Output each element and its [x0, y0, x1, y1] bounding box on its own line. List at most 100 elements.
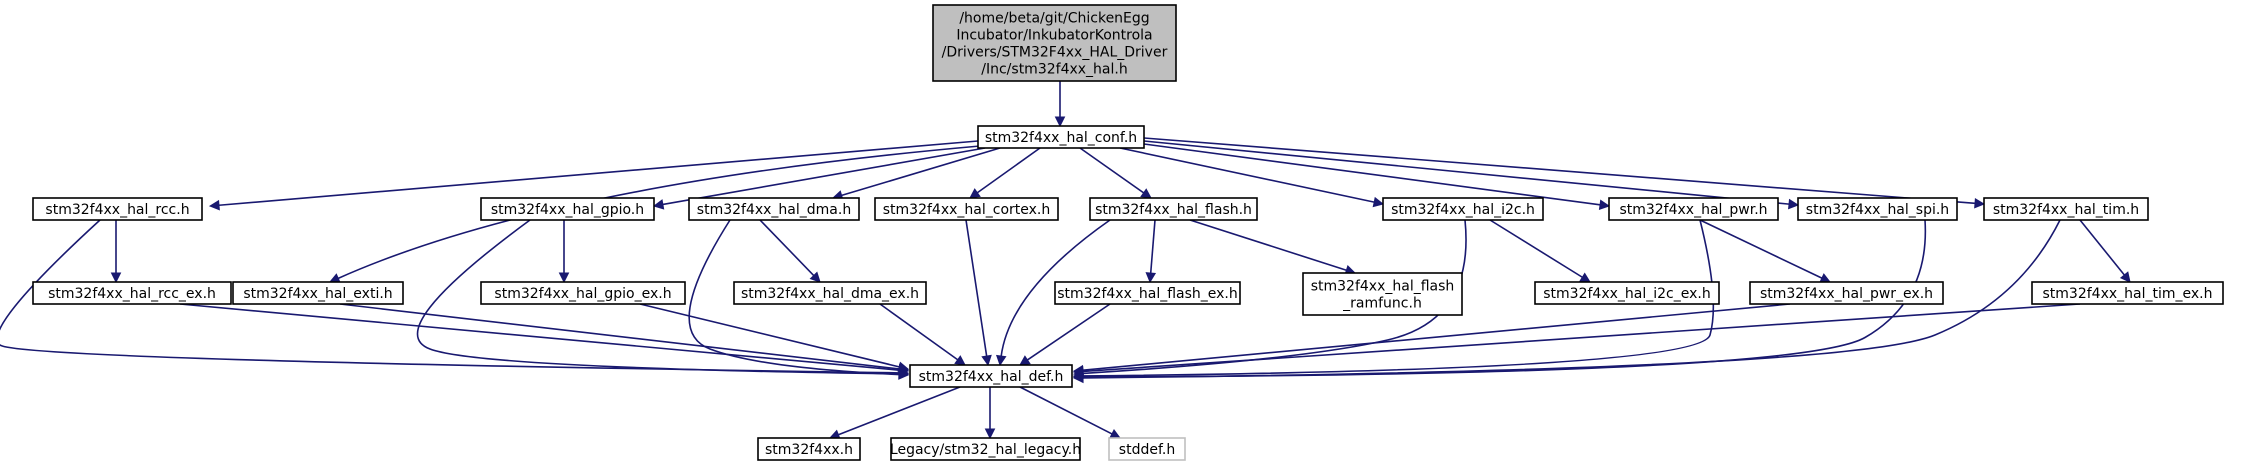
node-box: [1108, 437, 1186, 461]
edge-line: [662, 147, 986, 206]
node-box: [1749, 281, 1944, 305]
node-label: stm32f4xx_hal_def.h: [919, 369, 1064, 385]
edge-line: [1143, 143, 1601, 206]
node-i2c-ex[interactable]: stm32f4xx_hal_i2c_ex.h: [1534, 281, 1720, 305]
arrowhead-icon: [110, 272, 122, 284]
edge-line: [965, 219, 988, 357]
node-stm32f4xx[interactable]: stm32f4xx.h: [757, 437, 861, 461]
node-flash-ex[interactable]: stm32f4xx_hal_flash_ex.h: [1054, 281, 1241, 305]
arrowhead-icon: [1788, 198, 1800, 210]
arrowhead-icon: [1598, 199, 1611, 211]
edge-line: [1143, 137, 1976, 205]
edge-line: [218, 140, 979, 207]
node-gpio[interactable]: stm32f4xx_hal_gpio.h: [480, 197, 655, 221]
edge-line: [1027, 303, 1111, 361]
node-label: stm32f4xx_hal_pwr_ex.h: [1760, 286, 1933, 302]
edge-conf-gpio: [652, 147, 986, 210]
arrowhead-icon: [1109, 428, 1121, 439]
node-flash[interactable]: stm32f4xx_hal_flash.h: [1089, 197, 1258, 221]
edge-conf-pwr: [1143, 143, 1611, 211]
node-box: [1089, 197, 1258, 221]
node-label: stm32f4xx_hal_tim.h: [1993, 202, 2139, 218]
node-label: stddef.h: [1119, 442, 1175, 458]
node-i2c[interactable]: stm32f4xx_hal_i2c.h: [1382, 197, 1544, 221]
node-label: stm32f4xx_hal_spi.h: [1806, 202, 1949, 218]
node-spi[interactable]: stm32f4xx_hal_spi.h: [1797, 197, 1958, 221]
edge-conf-spi: [1143, 140, 1800, 210]
edge-gpio_ex-def: [639, 303, 910, 372]
node-stddef: stddef.h: [1108, 437, 1186, 461]
node-box: [480, 281, 686, 305]
edge-line: [1079, 147, 1145, 194]
edge-line: [1019, 386, 1113, 435]
edge-conf-tim: [1143, 137, 1986, 209]
edge-line: [1119, 147, 1375, 203]
arrowhead-icon: [1019, 355, 1031, 366]
edge-dma-dma_ex: [759, 219, 821, 283]
node-box: [232, 281, 404, 305]
node-label: stm32f4xx_hal_pwr.h: [1619, 202, 1767, 218]
node-tim[interactable]: stm32f4xx_hal_tim.h: [1983, 197, 2149, 221]
node-label: stm32f4xx_hal_i2c.h: [1391, 202, 1535, 218]
edge-conf-i2c: [1119, 147, 1385, 208]
edge-line: [1082, 303, 1791, 371]
arrowhead-icon: [1974, 197, 1986, 209]
edge-flash-flash_ex: [1145, 219, 1157, 284]
edge-cortex-def: [965, 219, 992, 367]
node-label: stm32f4xx_hal_flash_ex.h: [1057, 286, 1238, 302]
edge-line: [179, 303, 900, 371]
arrowhead-icon: [1579, 272, 1591, 283]
arrowhead-icon: [1140, 188, 1152, 199]
node-label: Legacy/stm32_hal_legacy.h: [890, 442, 1081, 458]
edge-flash_ex-def: [1019, 303, 1111, 366]
edge-line: [1149, 219, 1156, 274]
edge-tim_ex-def: [1072, 303, 2081, 377]
node-root: /home/beta/git/ChickenEggIncubator/Inkub…: [932, 4, 1177, 82]
edge-line: [1699, 219, 1823, 279]
edge-conf-rcc: [208, 140, 979, 211]
node-gpio-ex[interactable]: stm32f4xx_hal_gpio_ex.h: [480, 281, 686, 305]
arrowhead-icon: [1072, 366, 1084, 377]
node-label: stm32f4xx_hal_tim_ex.h: [2043, 286, 2213, 302]
node-box: [1054, 281, 1241, 305]
edge-line: [339, 303, 900, 370]
node-label: stm32f4xx_hal_flash: [1311, 279, 1455, 295]
node-dma-ex[interactable]: stm32f4xx_hal_dma_ex.h: [733, 281, 927, 305]
edge-line: [1189, 219, 1347, 272]
node-exti[interactable]: stm32f4xx_hal_exti.h: [232, 281, 404, 305]
node-box: [932, 4, 1177, 82]
node-label: /Drivers/STM32F4xx_HAL_Driver: [942, 45, 1168, 61]
node-rcc[interactable]: stm32f4xx_hal_rcc.h: [32, 197, 203, 221]
node-label: stm32f4xx_hal_cortex.h: [883, 202, 1050, 218]
node-conf[interactable]: stm32f4xx_hal_conf.h: [977, 125, 1145, 149]
node-label: Incubator/InkubatorKontrola: [956, 28, 1152, 44]
node-box: [874, 197, 1059, 221]
edge-i2c-i2c_ex: [1489, 219, 1591, 283]
edge-tim-def: [1072, 219, 2061, 384]
arrowhead-icon: [1819, 273, 1832, 283]
node-pwr-ex[interactable]: stm32f4xx_hal_pwr_ex.h: [1749, 281, 1944, 305]
node-box: [32, 281, 232, 305]
edge-line: [688, 219, 900, 376]
arrowhead-icon: [558, 272, 570, 284]
node-pwr[interactable]: stm32f4xx_hal_pwr.h: [1608, 197, 1779, 221]
arrowhead-icon: [897, 361, 910, 372]
edge-def-stddef: [1019, 386, 1121, 439]
dependency-nodes: /home/beta/git/ChickenEggIncubator/Inkub…: [32, 4, 2224, 461]
edge-pwr-pwr_ex: [1699, 219, 1832, 283]
node-label: stm32f4xx_hal_flash.h: [1095, 202, 1252, 218]
edge-line: [1082, 303, 2081, 373]
node-label: stm32f4xx_hal_rcc_ex.h: [48, 286, 216, 302]
edge-line: [2079, 219, 2125, 276]
node-legacy[interactable]: Legacy/stm32_hal_legacy.h: [890, 437, 1081, 461]
node-label: /home/beta/git/ChickenEgg: [959, 11, 1149, 27]
node-dma[interactable]: stm32f4xx_hal_dma.h: [688, 197, 860, 221]
node-flash-ramfunc[interactable]: stm32f4xx_hal_flash_ramfunc.h: [1302, 272, 1463, 316]
edge-def-legacy: [984, 387, 996, 440]
edge-flash-flash_ramfunc: [1189, 219, 1357, 276]
node-def[interactable]: stm32f4xx_hal_def.h: [909, 364, 1073, 388]
node-cortex[interactable]: stm32f4xx_hal_cortex.h: [874, 197, 1059, 221]
node-rcc-ex[interactable]: stm32f4xx_hal_rcc_ex.h: [32, 281, 232, 305]
edge-line: [0, 219, 900, 374]
node-tim-ex[interactable]: stm32f4xx_hal_tim_ex.h: [2031, 281, 2224, 305]
